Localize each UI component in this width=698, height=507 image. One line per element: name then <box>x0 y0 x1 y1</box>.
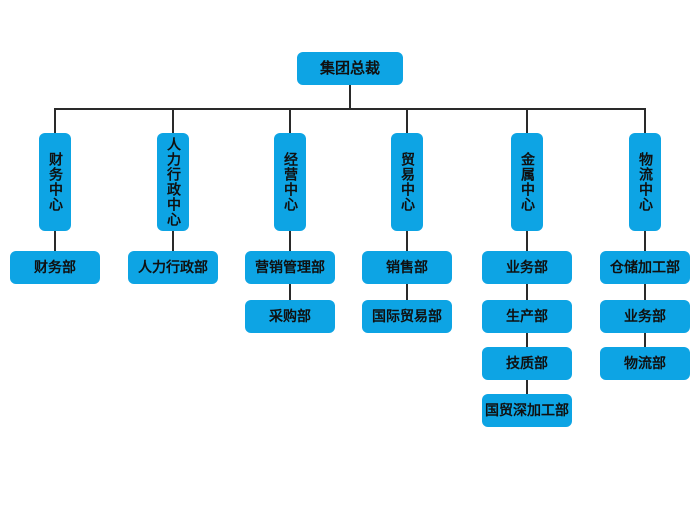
connector-tech-quality-to-intl-processing <box>526 380 528 394</box>
connector-marketing-to-purchasing <box>289 284 291 300</box>
node-production-dept: 生产部 <box>482 300 572 333</box>
connector-drop-hr-admin-center <box>172 109 174 133</box>
node-tech-quality-dept: 技质部 <box>482 347 572 380</box>
connector-operations-center-to-dept <box>289 231 291 251</box>
node-operations-center: 经营中心 <box>274 133 306 231</box>
connector-warehouse-to-business <box>644 284 646 300</box>
connector-hr-admin-center-to-dept <box>172 231 174 251</box>
node-purchasing-dept: 采购部 <box>245 300 335 333</box>
connector-finance-center-to-dept <box>54 231 56 251</box>
connector-metal-center-to-dept <box>526 231 528 251</box>
connector-drop-operations-center <box>289 109 291 133</box>
node-business-dept-logistics: 业务部 <box>600 300 690 333</box>
node-business-dept-metal: 业务部 <box>482 251 572 284</box>
node-trade-center: 贸易中心 <box>391 133 423 231</box>
connector-business-to-logistics-dept <box>644 333 646 347</box>
connector-logistics-center-to-dept <box>644 231 646 251</box>
node-hr-admin-dept: 人力行政部 <box>128 251 218 284</box>
node-hr-admin-center: 人力行政中心 <box>157 133 189 231</box>
connector-root-stem <box>349 85 351 109</box>
connector-business-to-production <box>526 284 528 300</box>
node-sales-dept: 销售部 <box>362 251 452 284</box>
node-logistics-dept: 物流部 <box>600 347 690 380</box>
node-finance-dept: 财务部 <box>10 251 100 284</box>
node-marketing-mgmt-dept: 营销管理部 <box>245 251 335 284</box>
node-intl-trade-processing-dept: 国贸深加工部 <box>482 394 572 427</box>
connector-sales-to-intl-trade <box>406 284 408 300</box>
connector-production-to-tech-quality <box>526 333 528 347</box>
connector-trade-center-to-dept <box>406 231 408 251</box>
node-warehouse-processing-dept: 仓储加工部 <box>600 251 690 284</box>
node-metal-center: 金属中心 <box>511 133 543 231</box>
node-group-president: 集团总裁 <box>297 52 403 85</box>
connector-drop-trade-center <box>406 109 408 133</box>
node-intl-trade-dept: 国际贸易部 <box>362 300 452 333</box>
node-finance-center: 财务中心 <box>39 133 71 231</box>
node-logistics-center: 物流中心 <box>629 133 661 231</box>
connector-drop-finance-center <box>54 109 56 133</box>
connector-horizontal-bus <box>54 108 646 110</box>
connector-drop-metal-center <box>526 109 528 133</box>
connector-drop-logistics-center <box>644 109 646 133</box>
